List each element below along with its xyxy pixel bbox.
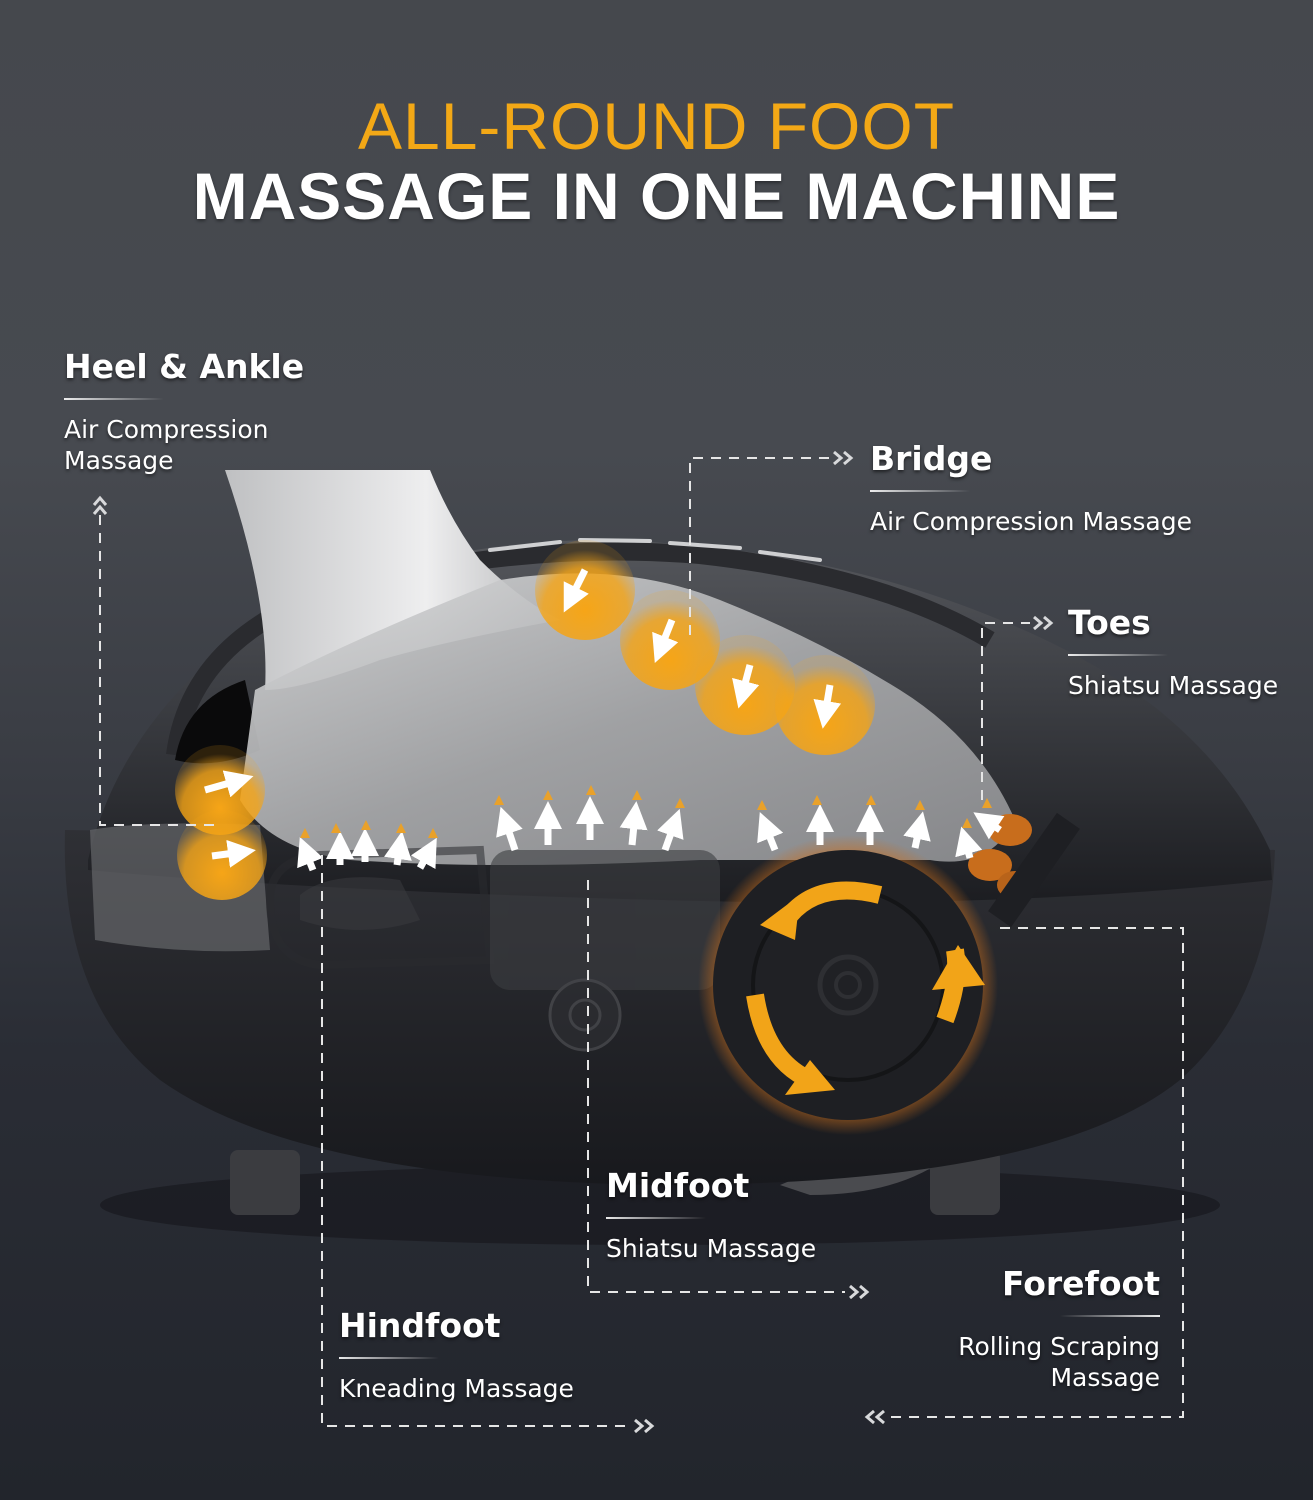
callout-subtitle: Rolling Scraping xyxy=(958,1332,1160,1361)
headline-line-2: MASSAGE IN ONE MACHINE xyxy=(192,159,1121,233)
divider xyxy=(1068,654,1168,656)
callout-subtitle: Shiatsu Massage xyxy=(1068,671,1279,700)
callout-title: Toes xyxy=(1068,603,1151,642)
callout-toes: Toes Shiatsu Massage xyxy=(1068,604,1278,701)
callout-subtitle: Shiatsu Massage xyxy=(606,1234,817,1263)
callout-subtitle: Air Compression Massage xyxy=(870,507,1192,536)
headline-line-1: ALL-ROUND FOOT xyxy=(357,89,956,163)
callout-title: Heel & Ankle xyxy=(64,347,305,386)
callout-title: Forefoot xyxy=(1001,1264,1160,1303)
foot-silhouette xyxy=(240,573,1015,865)
divider xyxy=(64,398,164,400)
callout-title: Bridge xyxy=(870,439,993,478)
callout-title: Midfoot xyxy=(606,1166,750,1205)
divider xyxy=(339,1357,439,1359)
callout-subtitle: Kneading Massage xyxy=(339,1374,574,1403)
callout-subtitle: Air Compression xyxy=(64,415,269,444)
callout-heel-ankle: Heel & Ankle Air Compression Massage xyxy=(64,348,304,476)
callout-subtitle: Massage xyxy=(64,446,174,475)
callout-bridge: Bridge Air Compression Massage xyxy=(870,440,1192,537)
callout-subtitle: Massage xyxy=(1050,1363,1160,1392)
shiatsu-small-arrow-icons xyxy=(300,785,992,838)
callout-title: Hindfoot xyxy=(339,1306,501,1345)
shiatsu-mechanism xyxy=(490,850,720,1052)
divider xyxy=(606,1217,706,1219)
shiatsu-up-arrow-icons xyxy=(297,796,1005,872)
callout-forefoot: Forefoot Rolling Scraping Massage xyxy=(880,1265,1160,1393)
divider xyxy=(1060,1315,1160,1317)
callout-midfoot: Midfoot Shiatsu Massage xyxy=(606,1167,816,1264)
callout-leader-lines xyxy=(99,457,1184,1427)
chevron-icons xyxy=(92,450,1054,1434)
heel-airbag-icons xyxy=(175,745,267,900)
callout-hindfoot: Hindfoot Kneading Massage xyxy=(339,1307,574,1404)
bridge-airbag-icons xyxy=(535,540,875,755)
divider xyxy=(870,490,970,492)
